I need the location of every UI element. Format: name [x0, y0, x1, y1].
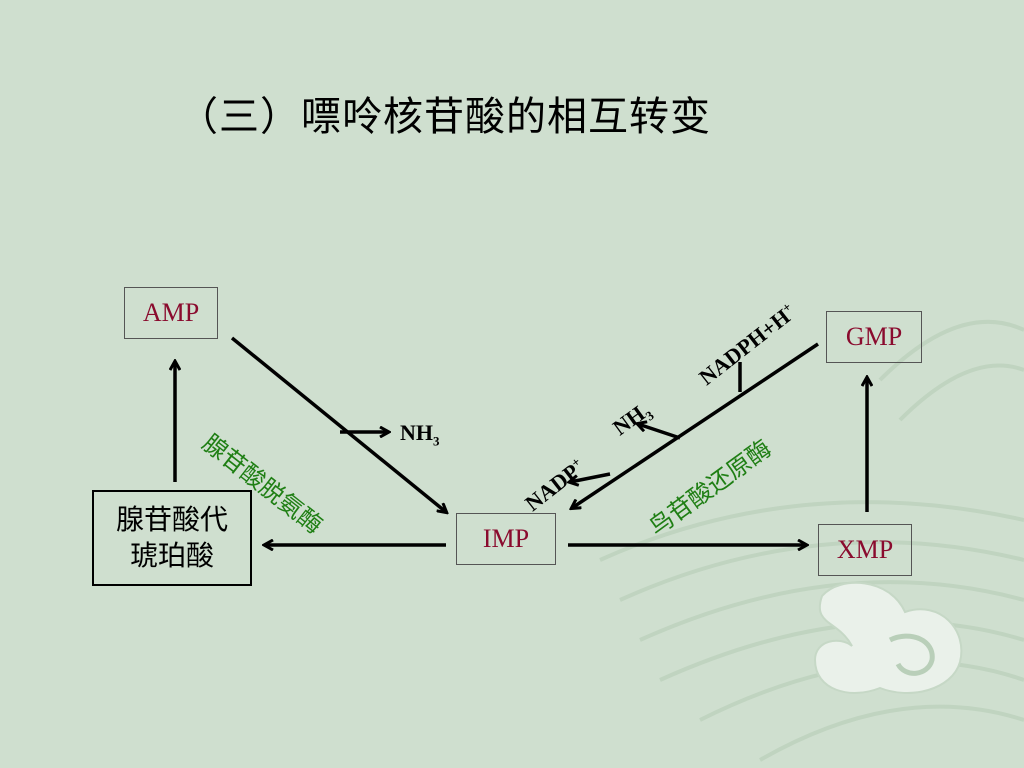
- dragon-emblem: [813, 581, 963, 694]
- arrow-gmp-to-imp: [572, 342, 819, 508]
- gmp-node: GMP: [826, 311, 922, 363]
- adenylosuccinate-node: 腺苷酸代 琥珀酸: [92, 490, 252, 586]
- xmp-label: XMP: [836, 535, 894, 564]
- amp-node: AMP: [124, 287, 218, 339]
- arrow-nh3-release-right: [638, 424, 681, 440]
- nh3-label-left: NH3: [400, 420, 440, 449]
- arrow-nadp-release: [570, 472, 611, 482]
- arrow-amp-to-imp: [230, 336, 446, 512]
- amp-label: AMP: [142, 298, 200, 327]
- imp-node: IMP: [456, 513, 556, 565]
- xmp-node: XMP: [818, 524, 912, 576]
- slide-title: （三）嘌呤核苷酸的相互转变: [178, 94, 711, 140]
- succinate-label-line2: 琥珀酸: [129, 539, 214, 572]
- succinate-label-line1: 腺苷酸代: [115, 503, 228, 536]
- imp-label: IMP: [482, 524, 530, 553]
- gmp-label: GMP: [845, 322, 903, 351]
